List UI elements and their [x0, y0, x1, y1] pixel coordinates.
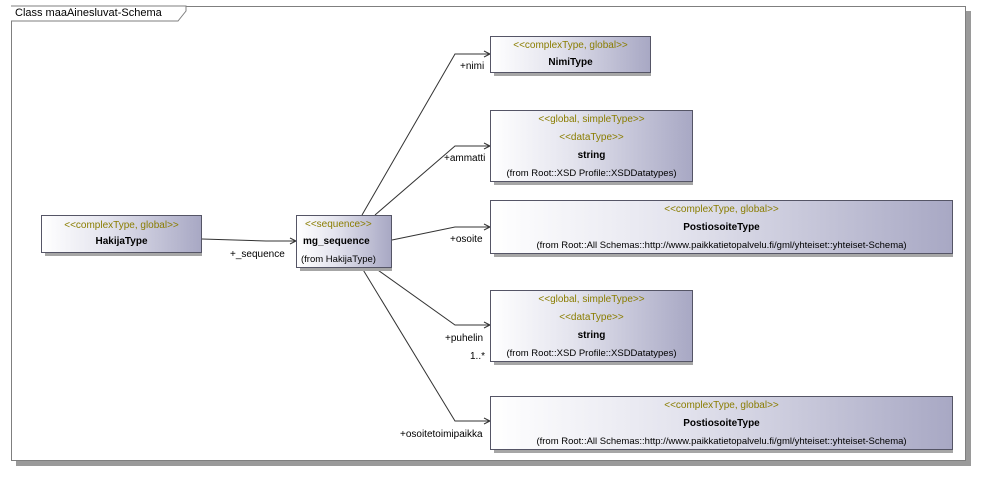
role-label-puhelin: +puhelin: [445, 333, 484, 344]
role-label-nimi: +nimi: [460, 61, 485, 72]
stereotype-label: <<global, simpleType>>: [538, 294, 645, 305]
role-label-osoite: +osoite: [450, 234, 483, 245]
class-name: NimiType: [548, 57, 593, 68]
class-string-puhelin[interactable]: <<global, simpleType>> <<dataType>> stri…: [490, 290, 693, 362]
role-label-sequence: +_sequence: [230, 249, 285, 260]
connector-ammatti: [374, 145, 490, 216]
stereotype-label: <<dataType>>: [559, 312, 624, 323]
class-name: string: [577, 330, 606, 341]
class-origin: (from Root::All Schemas::http://www.paik…: [536, 436, 907, 447]
class-postiosoite-type-osoitetoimipaikka[interactable]: <<complexType, global>> PostiosoiteType …: [490, 396, 953, 450]
class-origin: (from Root::XSD Profile::XSDDatatypes): [506, 168, 677, 179]
class-mg-sequence[interactable]: <<sequence>> mg_sequence (from HakijaTyp…: [296, 215, 392, 268]
role-label-ammatti: +ammatti: [444, 153, 486, 164]
class-hakija-type[interactable]: <<complexType, global>> HakijaType: [41, 215, 202, 253]
stereotype-label: <<complexType, global>>: [513, 40, 628, 51]
class-name: PostiosoiteType: [683, 222, 760, 233]
connector-osoitetoimipaikka: [361, 267, 490, 422]
frame-title-text: Class maaAinesluvat-Schema: [15, 7, 162, 19]
connector-nimi: [361, 53, 490, 216]
connector-puhelin: [374, 267, 490, 326]
class-string-ammatti[interactable]: <<global, simpleType>> <<dataType>> stri…: [490, 110, 693, 182]
class-origin: (from HakijaType): [301, 254, 376, 265]
connector-sequence: [201, 238, 296, 242]
class-nimi-type[interactable]: <<complexType, global>> NimiType: [490, 36, 651, 73]
class-name: PostiosoiteType: [683, 418, 760, 429]
class-name: mg_sequence: [303, 236, 370, 247]
class-postiosoite-type-osoite[interactable]: <<complexType, global>> PostiosoiteType …: [490, 200, 953, 254]
stereotype-label: <<global, simpleType>>: [538, 114, 645, 125]
class-name: HakijaType: [95, 236, 148, 247]
connector-osoite: [391, 226, 490, 241]
stereotype-label: <<dataType>>: [559, 132, 624, 143]
role-label-osoitetoimipaikka: +osoitetoimipaikka: [400, 429, 483, 440]
frame-title-tab: [11, 5, 187, 22]
stereotype-label: <<complexType, global>>: [664, 400, 779, 411]
class-name: string: [577, 150, 606, 161]
stereotype-label: <<complexType, global>>: [664, 204, 779, 215]
class-origin: (from Root::XSD Profile::XSDDatatypes): [506, 348, 677, 359]
stereotype-label: <<sequence>>: [305, 219, 372, 230]
class-origin: (from Root::All Schemas::http://www.paik…: [536, 240, 907, 251]
multiplicity-puhelin: 1..*: [470, 351, 486, 362]
stereotype-label: <<complexType, global>>: [64, 220, 179, 231]
